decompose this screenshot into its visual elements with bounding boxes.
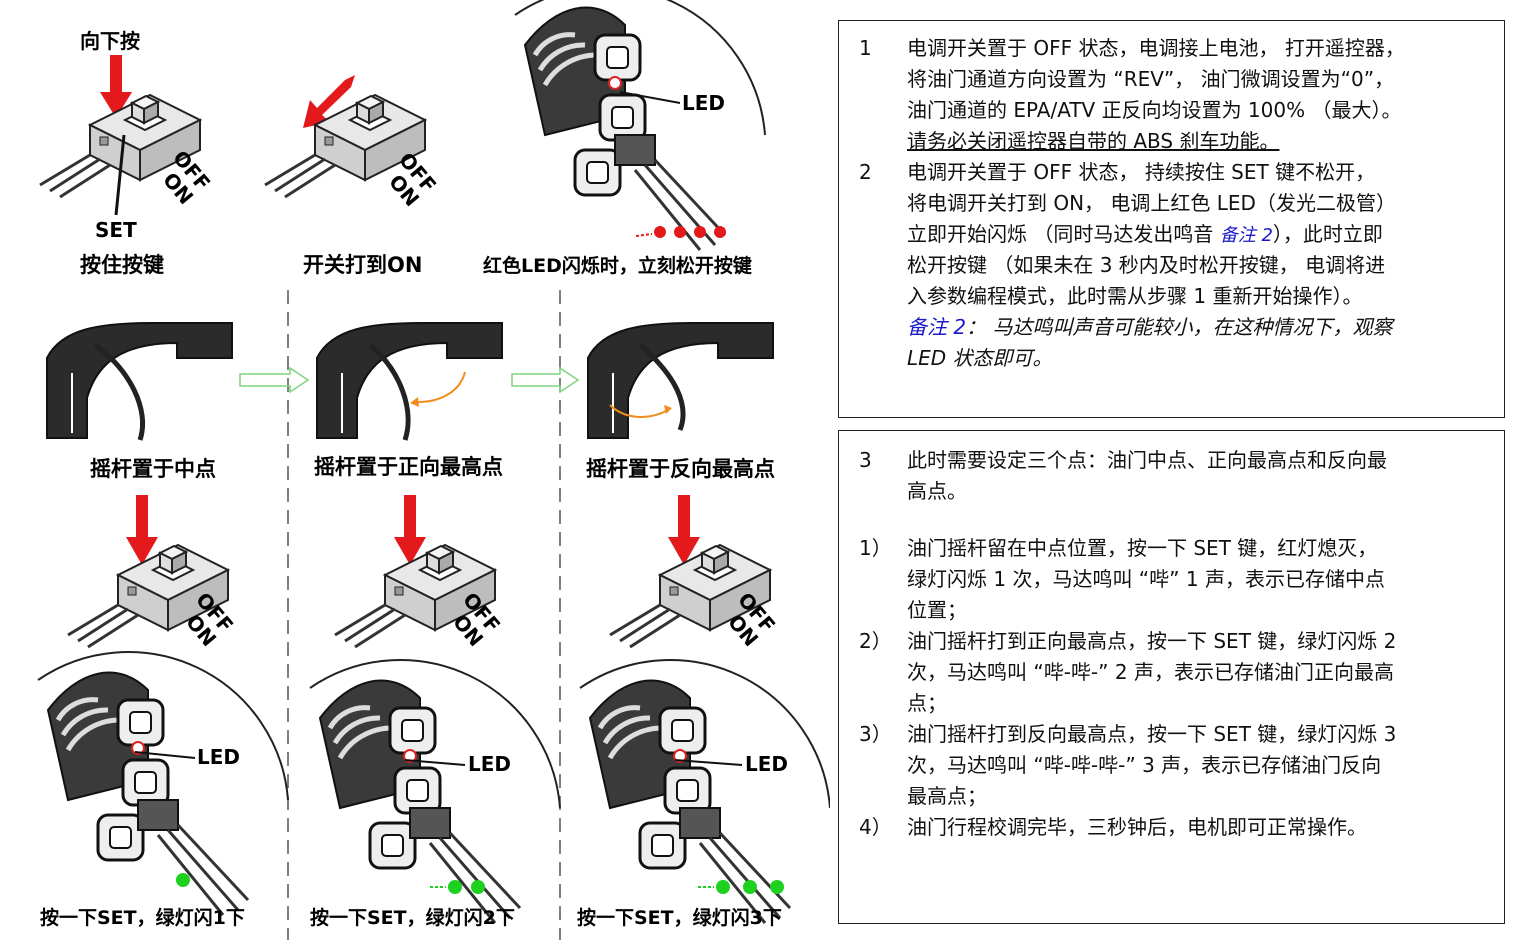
substep3-line3: 最高点； — [907, 784, 987, 808]
substep4-line1: 油门行程校调完毕，三秒钟后，电机即可正常操作。 — [907, 815, 1367, 839]
step-hold-set: 向下按 SET OFF ON — [38, 29, 215, 242]
svg-text:LED: LED — [468, 752, 511, 776]
substep2-line1: 油门摇杆打到正向最高点，按一下 SET 键，绿灯闪烁 2 — [907, 629, 1397, 653]
led-label: LED — [682, 91, 725, 115]
caption-stick-center: 摇杆置于中点 — [90, 457, 216, 481]
press-set-2: OFF ON — [333, 495, 505, 651]
step-number: 1 — [859, 36, 872, 60]
green-led-1: LED — [38, 652, 288, 915]
substep3-line1: 油门摇杆打到反向最高点，按一下 SET 键，绿灯闪烁 3 — [907, 722, 1397, 746]
step2-line2: 将电调开关打到 ON， 电调上红色 LED（发光二极管） — [907, 191, 1396, 215]
step2-line4: 松开按键 （如果未在 3 秒内及时松开按键， 电调将进 — [907, 253, 1386, 277]
substep-number: 2） — [859, 629, 892, 653]
note2-line2: LED 状态即可。 — [907, 346, 1053, 370]
substep2-line3: 点； — [907, 691, 947, 715]
caption-switch-on: 开关打到ON — [303, 253, 422, 277]
set-label: SET — [95, 218, 137, 242]
caption-green-2: 按一下SET，绿灯闪2下 — [310, 906, 515, 929]
step-number: 2 — [859, 160, 872, 184]
svg-text:LED: LED — [197, 745, 240, 769]
red-arrow-down-icon — [110, 55, 122, 95]
green-led-3: LED — [580, 660, 830, 923]
substep-number: 4） — [859, 815, 892, 839]
substep1-line2: 绿灯闪烁 1 次，马达鸣叫 “哔” 1 声，表示已存储中点 — [907, 567, 1385, 591]
step-switch-on: OFF ON — [263, 75, 441, 211]
transmitter-reverse — [587, 322, 774, 439]
caption-green-3: 按一下SET，绿灯闪3下 — [577, 906, 782, 929]
transmitter-forward — [316, 322, 503, 441]
press-down-label: 向下按 — [80, 29, 140, 53]
caption-red-led: 红色LED闪烁时，立刻松开按键 — [483, 254, 752, 277]
step1-line1: 电调开关置于 OFF 状态，电调接上电池， 打开遥控器， — [907, 36, 1405, 60]
instruction-box-2: 3 此时需要设定三个点：油门中点、正向最高点和反向最 高点。 1） 油门摇杆留在… — [838, 430, 1505, 924]
instruction-box-1: 1 电调开关置于 OFF 状态，电调接上电池， 打开遥控器， 将油门通道方向设置… — [838, 20, 1505, 418]
step3-line1: 此时需要设定三个点：油门中点、正向最高点和反向最 — [907, 448, 1387, 472]
step2-line1: 电调开关置于 OFF 状态， 持续按住 SET 键不松开， — [907, 160, 1376, 184]
substep-number: 3） — [859, 722, 892, 746]
step1-line3: 油门通道的 EPA/ATV 正反向均设置为 100% （最大）。 — [907, 98, 1402, 122]
instruction-diagram: 向下按 SET OFF ON OFF ON LED 按住按键 开关打到ON 红色… — [0, 0, 830, 940]
step1-line4: 请务必关闭遥控器自带的 ABS 刹车功能。 — [907, 129, 1280, 153]
red-arrow-diag-icon — [303, 75, 355, 128]
step1-line2: 将油门通道方向设置为 “REV”， 油门微调设置为“0”， — [907, 67, 1395, 91]
press-set-1: OFF ON — [66, 495, 238, 651]
transmitter-center — [46, 322, 233, 441]
step3-line2: 高点。 — [907, 479, 967, 503]
press-set-3: OFF ON — [608, 495, 780, 651]
substep-number: 1） — [859, 536, 892, 560]
substep3-line2: 次，马达鸣叫 “哔-哔-哔-” 3 声，表示已存储油门反向 — [907, 753, 1382, 777]
caption-hold-key: 按住按键 — [80, 253, 164, 277]
substep1-line1: 油门摇杆留在中点位置，按一下 SET 键，红灯熄灭， — [907, 536, 1378, 560]
green-led-2: LED — [310, 660, 560, 923]
step-red-led: LED — [515, 0, 765, 250]
caption-stick-forward: 摇杆置于正向最高点 — [314, 455, 503, 479]
step-number: 3 — [859, 448, 872, 472]
step2-line3: 立即开始闪烁 （同时马达发出鸣音 备注 2），此时立即 — [907, 222, 1383, 246]
caption-green-1: 按一下SET，绿灯闪1下 — [40, 906, 245, 929]
step2-line5: 入参数编程模式，此时需从步骤 1 重新开始操作）。 — [907, 284, 1363, 308]
svg-text:LED: LED — [745, 752, 788, 776]
arrow-right-icon — [511, 366, 580, 394]
note-ref: 备注 2 — [1219, 225, 1273, 246]
substep2-line2: 次，马达鸣叫 “哔-哔-” 2 声，表示已存储油门正向最高 — [907, 660, 1394, 684]
caption-stick-reverse: 摇杆置于反向最高点 — [586, 457, 775, 481]
note2-line1: 备注 2： 马达鸣叫声音可能较小，在这种情况下，观察 — [907, 315, 1393, 339]
substep1-line3: 位置； — [907, 598, 967, 622]
arrow-right-icon — [239, 366, 310, 394]
